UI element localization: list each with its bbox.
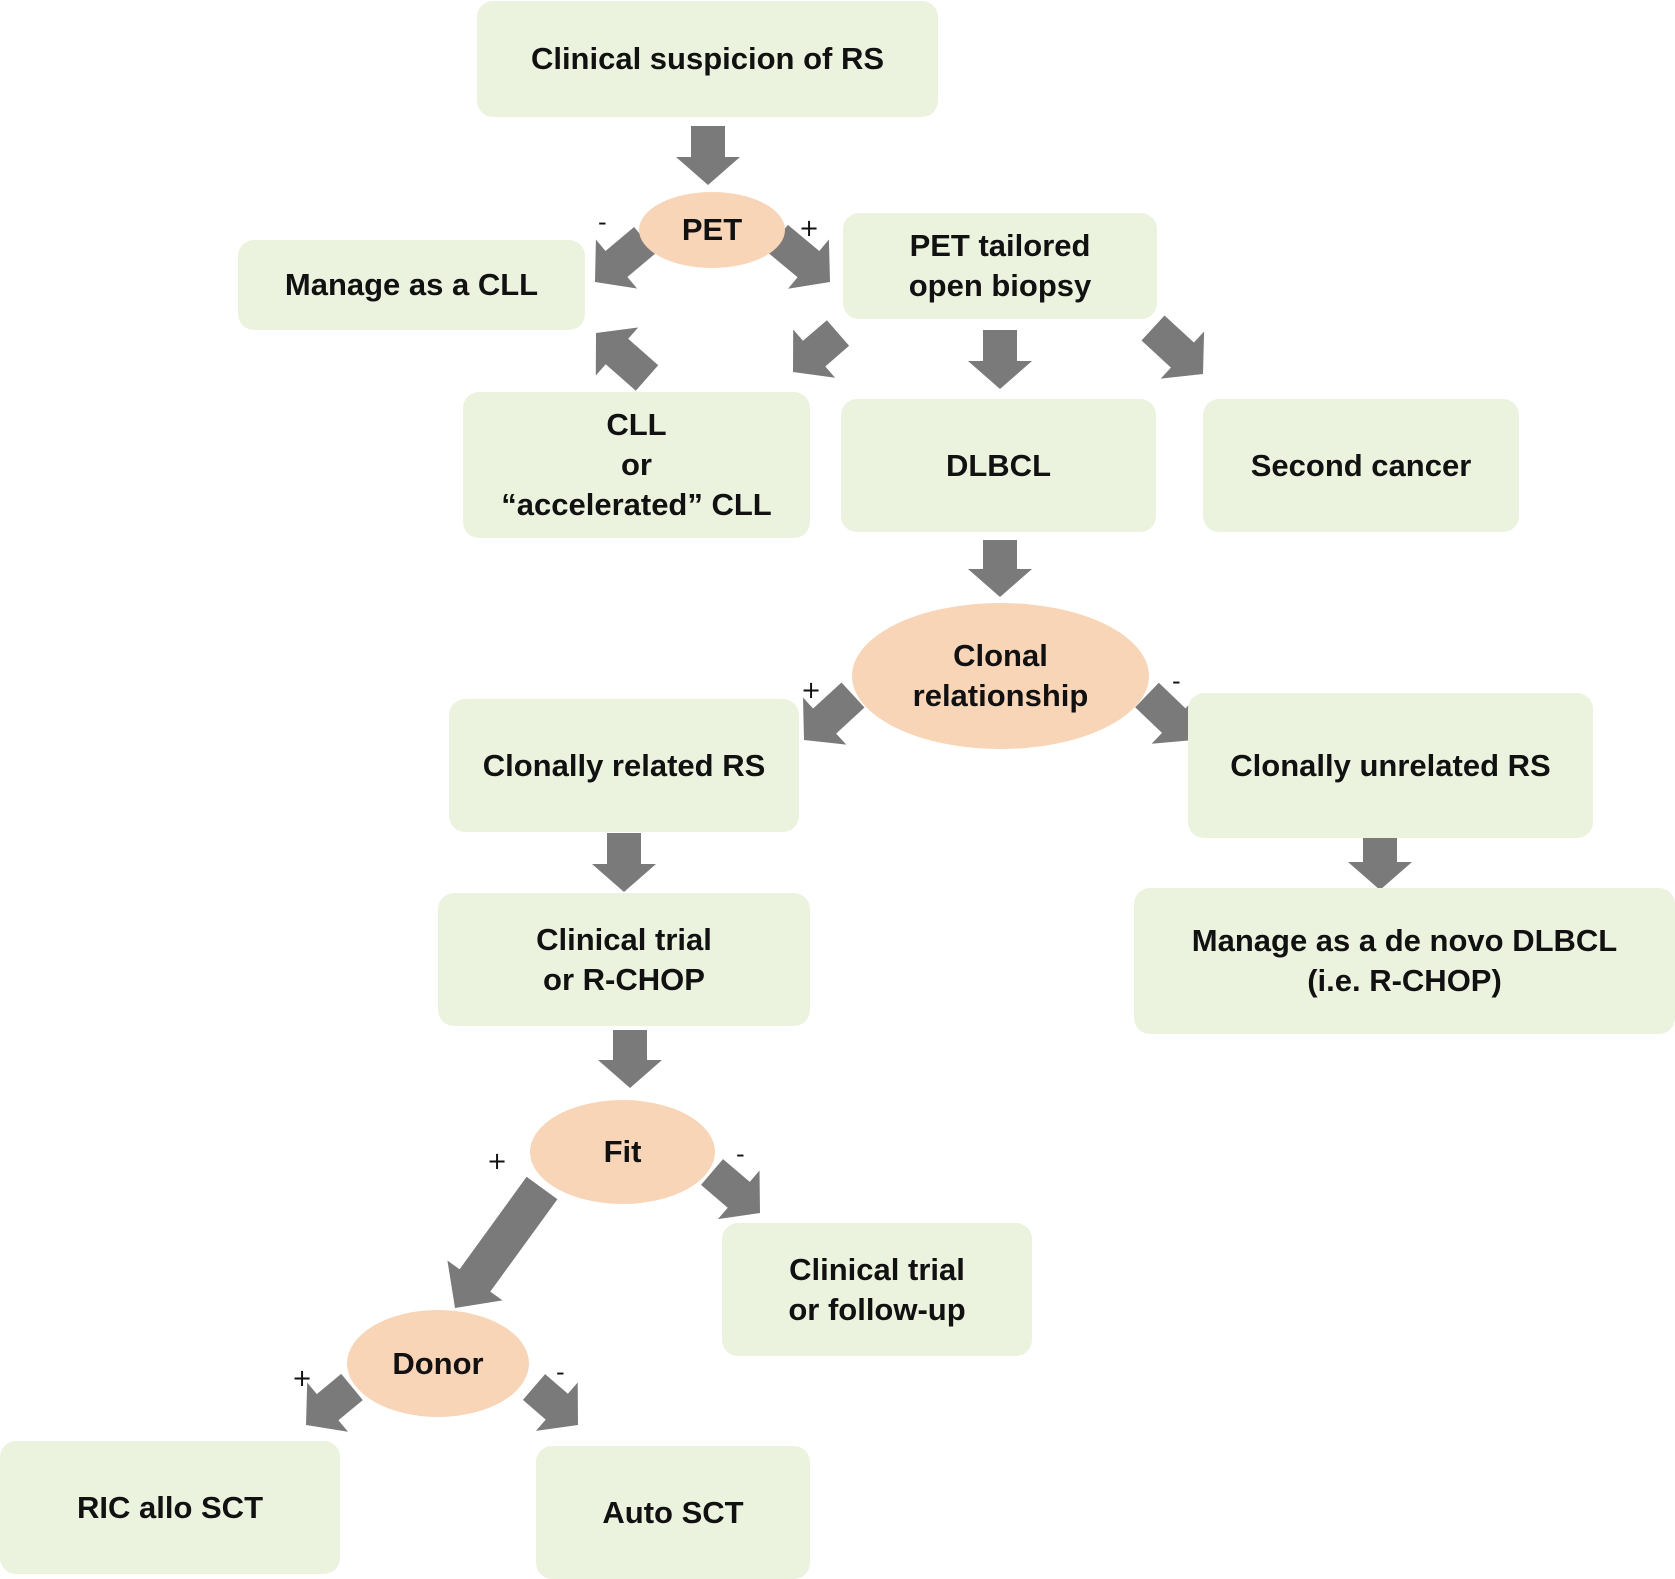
donor-positive-sign: + bbox=[292, 1364, 313, 1392]
node-dlbcl: DLBCL bbox=[841, 399, 1156, 532]
arrow-clonal-to-related bbox=[803, 682, 865, 745]
pet-positive-sign: + bbox=[799, 214, 820, 242]
node-donor-oval: Donor bbox=[347, 1310, 529, 1417]
arrow-biopsy-to-dlbcl bbox=[968, 330, 1032, 389]
node-clinical-trial-or-rchop: Clinical trial or R-CHOP bbox=[438, 893, 810, 1026]
node-second-cancer: Second cancer bbox=[1203, 399, 1519, 532]
pet-negative-sign: - bbox=[598, 208, 607, 236]
node-cll-or-accelerated-cll: CLL or “accelerated” CLL bbox=[463, 392, 810, 538]
node-fit-oval: Fit bbox=[530, 1100, 715, 1204]
donor-negative-sign: - bbox=[556, 1358, 565, 1386]
clonal-negative-sign: - bbox=[1172, 667, 1181, 695]
node-manage-as-de-novo-dlbcl: Manage as a de novo DLBCL (i.e. R-CHOP) bbox=[1134, 888, 1675, 1034]
arrow-donor-to-auto bbox=[522, 1374, 578, 1431]
arrow-fit-to-trial-followup bbox=[701, 1159, 760, 1220]
node-manage-as-cll: Manage as a CLL bbox=[238, 240, 585, 330]
clonal-positive-sign: + bbox=[801, 676, 822, 704]
node-clonally-unrelated-rs: Clonally unrelated RS bbox=[1188, 693, 1593, 838]
node-ric-allo-sct: RIC allo SCT bbox=[0, 1441, 340, 1574]
arrow-fit-to-donor bbox=[447, 1176, 558, 1308]
node-clinical-suspicion: Clinical suspicion of RS bbox=[477, 1, 938, 117]
node-auto-sct: Auto SCT bbox=[536, 1446, 810, 1579]
arrow-clonal-to-unrelated bbox=[1135, 682, 1196, 744]
node-clinical-trial-or-follow-up: Clinical trial or follow-up bbox=[722, 1223, 1032, 1356]
arrow-unrelated-to-denovo bbox=[1348, 833, 1412, 890]
node-clonal-relationship-oval: Clonal relationship bbox=[852, 603, 1149, 749]
fit-positive-sign: + bbox=[487, 1147, 508, 1175]
node-pet-oval: PET bbox=[639, 192, 785, 268]
fit-negative-sign: - bbox=[736, 1140, 745, 1168]
arrow-related-to-trial-rchop bbox=[592, 833, 656, 892]
arrow-pet-to-biopsy bbox=[766, 224, 830, 289]
arrow-biopsy-to-cll bbox=[793, 320, 850, 378]
arrow-biopsy-to-second-cancer bbox=[1141, 315, 1205, 379]
arrow-donor-to-ric bbox=[306, 1373, 363, 1432]
node-pet-tailored-biopsy: PET tailored open biopsy bbox=[843, 213, 1157, 319]
arrow-biopsy-to-manage-cll bbox=[595, 327, 659, 391]
node-clonally-related-rs: Clonally related RS bbox=[449, 699, 799, 832]
arrow-dlbcl-to-clonal bbox=[968, 540, 1032, 597]
arrow-suspicion-to-pet bbox=[676, 126, 740, 185]
arrow-trial-rchop-to-fit bbox=[598, 1030, 662, 1088]
arrow-pet-to-manage-cll bbox=[595, 227, 656, 289]
